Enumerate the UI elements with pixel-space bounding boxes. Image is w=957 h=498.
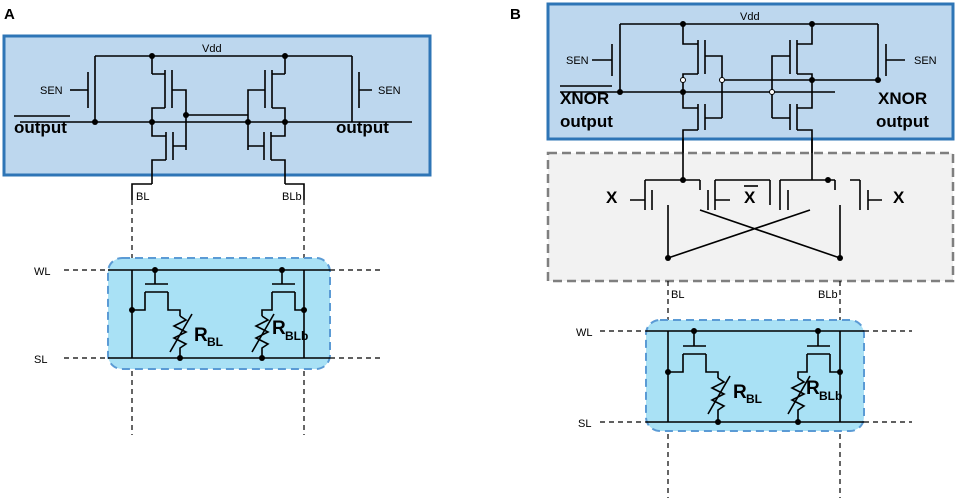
panel-b-x-left: X <box>606 188 618 207</box>
panel-b-x-right: X <box>893 188 905 207</box>
panel-a-sense-amp-box <box>2 34 432 177</box>
panel-a-cell-devices: R BL R BLb <box>132 270 308 358</box>
panel-a-output: output <box>336 118 389 137</box>
panel-a-wl: WL <box>34 266 51 278</box>
panel-b-sen-right-transistor: SEN <box>877 24 937 80</box>
panel-b-xor-box <box>546 151 955 283</box>
panel-a-r-bl: R <box>194 325 208 346</box>
panel-b-r-bl-sub: BL <box>746 392 762 406</box>
panel-a-vdd-rail: Vdd <box>95 43 352 59</box>
panel-b-cell-box <box>645 319 865 432</box>
panel-b-letter: B <box>510 6 521 23</box>
panel-a-letter: A <box>4 6 15 23</box>
panel-b-output-right: output <box>876 112 929 131</box>
panel-b-wl: WL <box>576 327 593 339</box>
panel-b: B Vdd SEN SEN <box>510 2 955 498</box>
panel-b-core <box>560 24 881 160</box>
panel-b-sen-right: SEN <box>914 55 937 67</box>
panel-b-sen-left: SEN <box>566 55 589 67</box>
panel-a-cell-box <box>107 257 331 370</box>
panel-a-sen-right: SEN <box>378 85 401 97</box>
panel-a-vdd-label: Vdd <box>202 43 222 55</box>
panel-b-bl: BL <box>671 289 684 301</box>
panel-b-sl: SL <box>578 418 591 430</box>
panel-a-pmos-right <box>247 56 286 150</box>
panel-b-xor-switches: X X X <box>606 139 905 261</box>
panel-a-sen-right-transistor: SEN <box>351 56 401 122</box>
panel-a-r-blb: R <box>272 318 286 339</box>
panel-b-r-blb: R <box>806 378 820 399</box>
panel-a-nmos-pair <box>151 122 286 184</box>
panel-a: A Vdd SEN SEN <box>2 6 432 435</box>
panel-a-wl-sl: WL SL <box>34 266 380 366</box>
panel-b-cell-devices: R BL R BLb <box>668 331 842 422</box>
panel-a-sen-left: SEN <box>40 85 63 97</box>
panel-a-sl: SL <box>34 354 47 366</box>
panel-b-r-bl: R <box>733 382 747 403</box>
panel-b-sen-left-transistor: SEN <box>566 24 621 92</box>
panel-b-xnor-bar: XNOR <box>560 89 609 108</box>
panel-b-x-bar: X <box>744 188 756 207</box>
panel-b-vdd-rail: Vdd <box>620 11 878 27</box>
panel-b-blb: BLb <box>818 289 838 301</box>
panel-b-output-left: output <box>560 112 613 131</box>
panel-a-sen-left-transistor: SEN <box>40 56 96 122</box>
panel-a-bl: BL <box>136 191 149 203</box>
panel-a-pmos-left <box>151 56 187 150</box>
panel-a-output-node <box>20 112 412 125</box>
panel-a-output-bar: output <box>14 118 67 137</box>
panel-b-vdd-label: Vdd <box>740 11 760 23</box>
panel-a-r-blb-sub: BLb <box>285 329 308 343</box>
panel-b-xnor: XNOR <box>878 89 927 108</box>
panel-a-blb: BLb <box>282 191 302 203</box>
panel-b-r-blb-sub: BLb <box>819 389 842 403</box>
panel-a-r-bl-sub: BL <box>207 335 223 349</box>
